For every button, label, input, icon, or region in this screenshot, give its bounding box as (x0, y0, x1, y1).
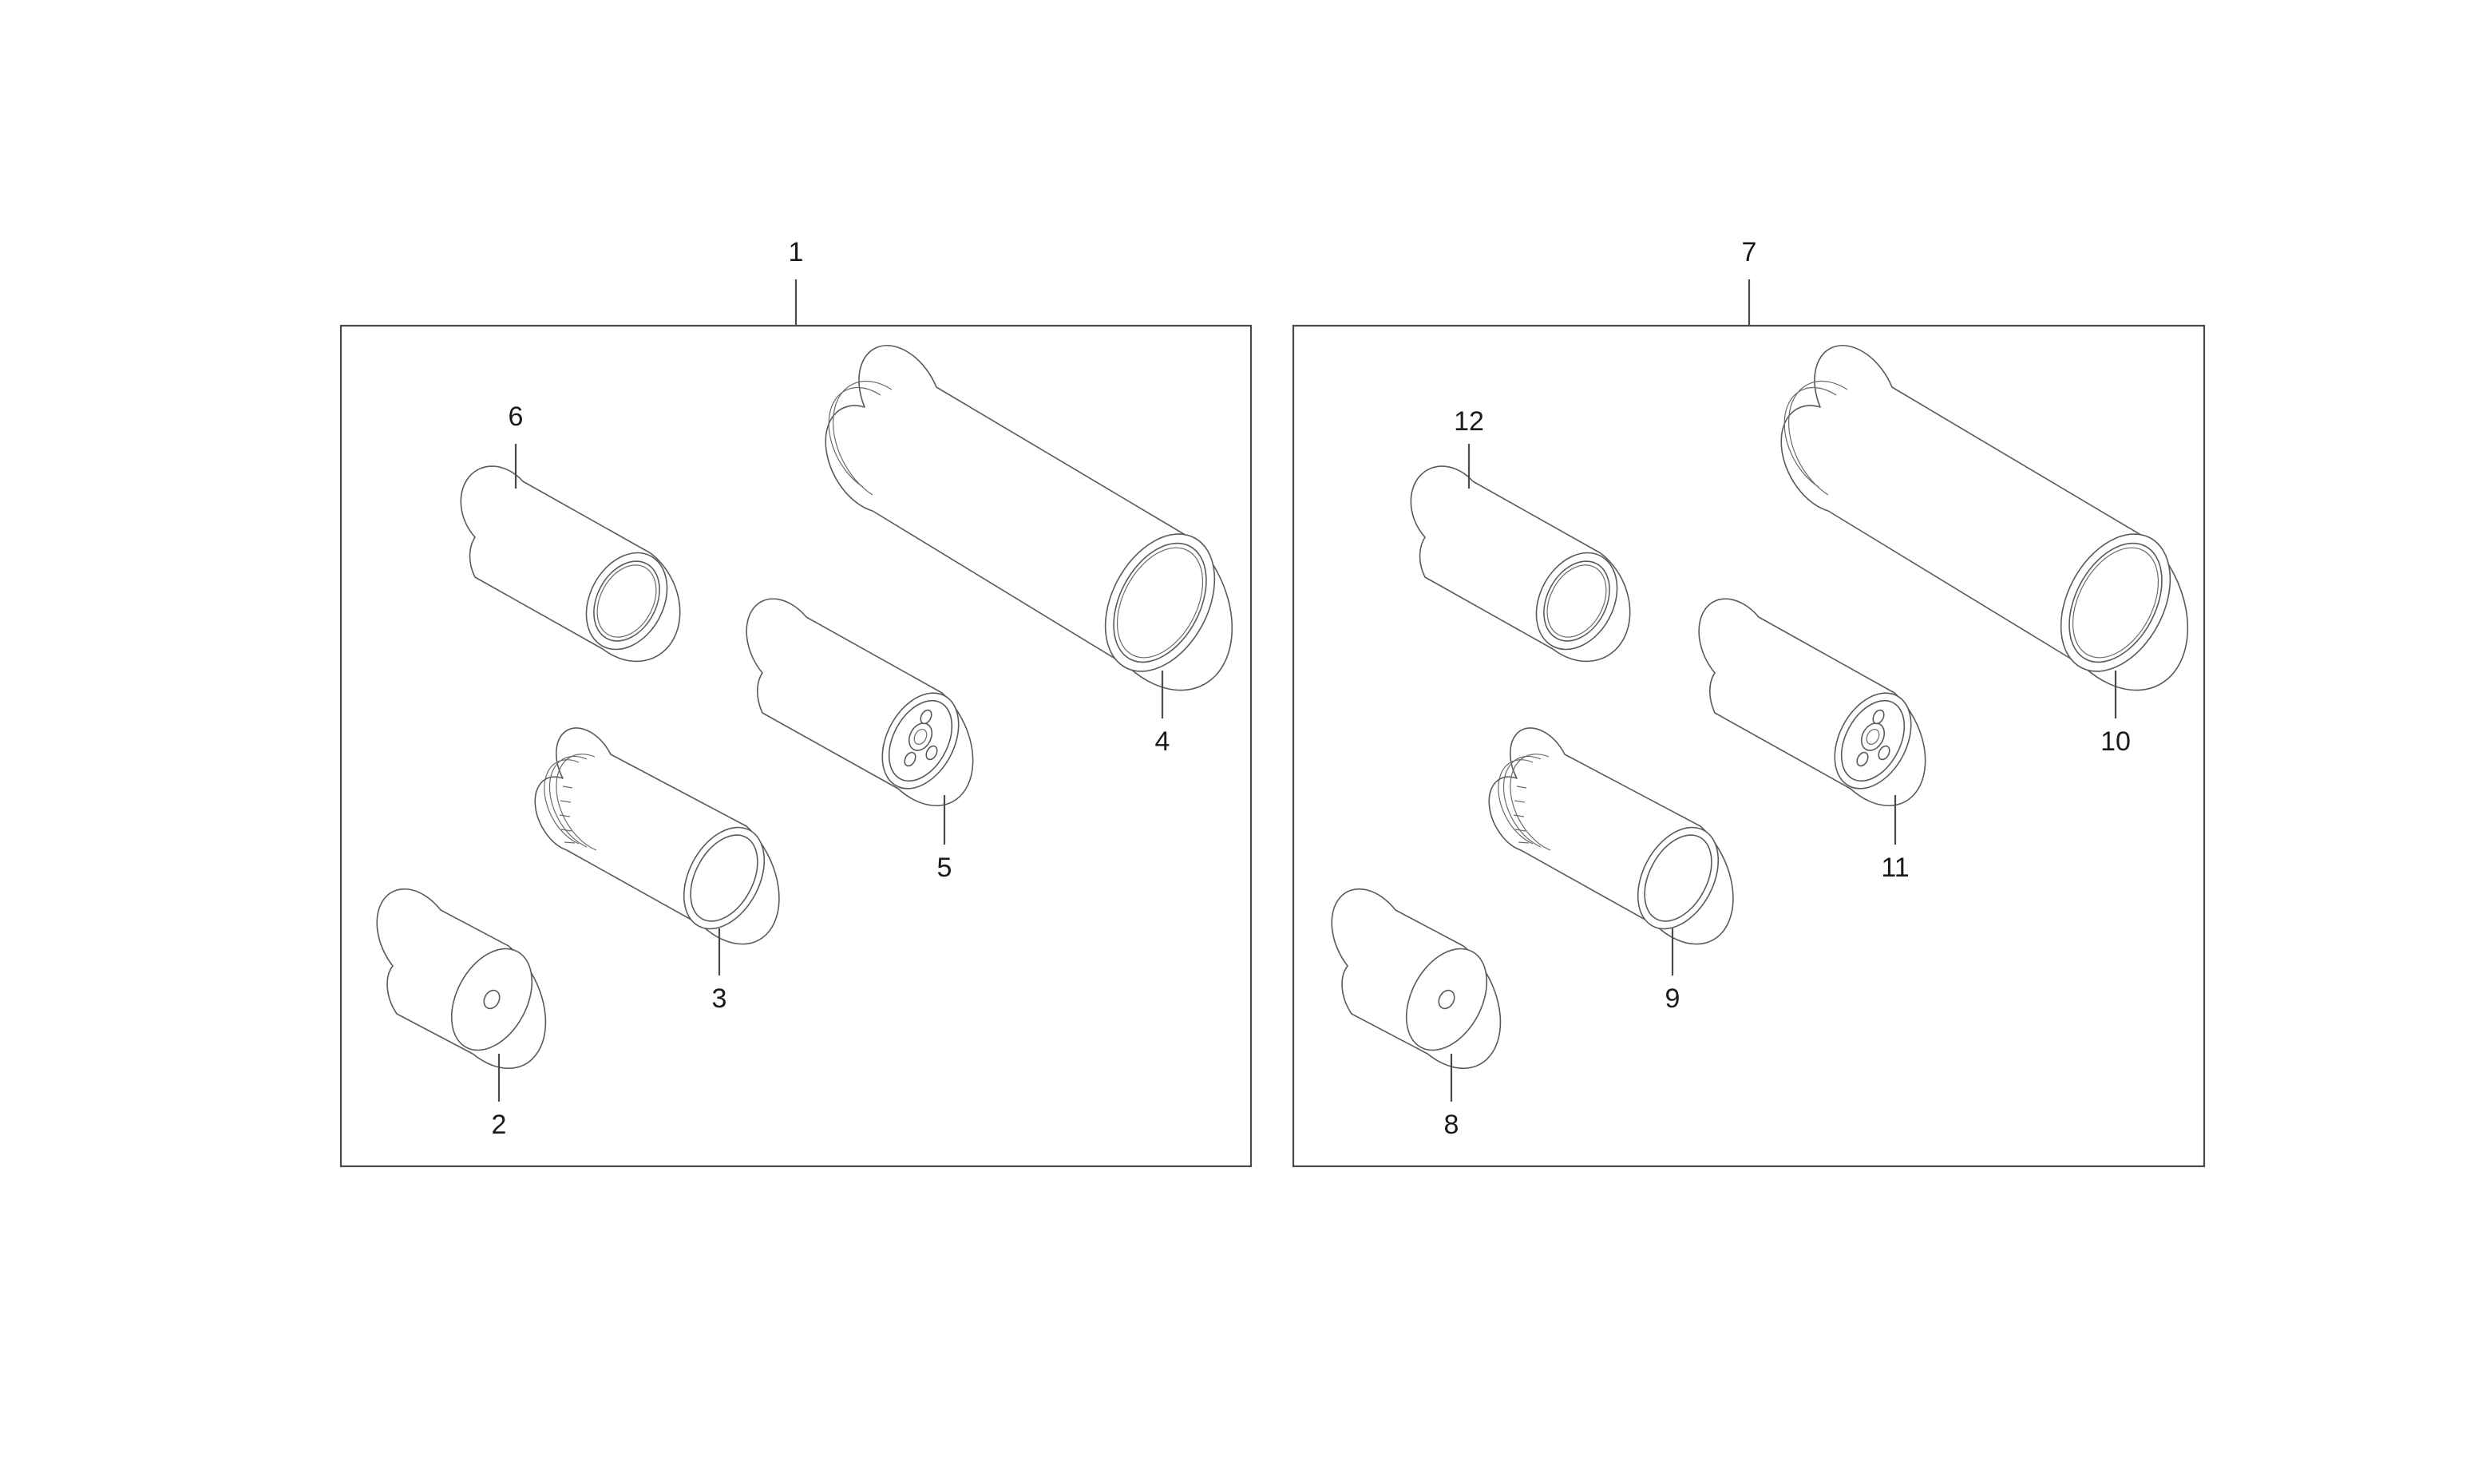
callout-10: 10 (2100, 726, 2131, 757)
spin-on-oil-filter-11 (1698, 598, 1927, 807)
callout-12: 12 (1454, 406, 1484, 437)
kit-1-callout: 1 (789, 237, 804, 267)
fuel-pre-filter-8 (1331, 888, 1504, 1070)
kit-1-group: 1 6 4 5 3 2 (339, 237, 1253, 1168)
kit-7-callout: 7 (1742, 237, 1757, 267)
callout-6: 6 (509, 402, 524, 432)
callout-11: 11 (1881, 853, 1909, 883)
air-filter-4 (825, 344, 1237, 691)
callout-4: 4 (1155, 726, 1170, 757)
air-filter-10 (1780, 344, 2193, 691)
cartridge-filter-12 (1410, 465, 1634, 664)
callout-3: 3 (712, 983, 727, 1014)
spin-on-fuel-filter-9 (1488, 727, 1736, 945)
spin-on-oil-filter-5 (746, 598, 975, 807)
spin-on-fuel-filter-3 (534, 727, 782, 945)
callout-8: 8 (1444, 1110, 1459, 1140)
callout-5: 5 (937, 853, 952, 883)
callout-2: 2 (492, 1110, 507, 1140)
fuel-pre-filter-2 (376, 888, 549, 1070)
kit-7-group: 7 12 10 11 9 8 (1292, 237, 2206, 1168)
callout-9: 9 (1665, 983, 1680, 1014)
cartridge-filter-6 (460, 465, 684, 664)
